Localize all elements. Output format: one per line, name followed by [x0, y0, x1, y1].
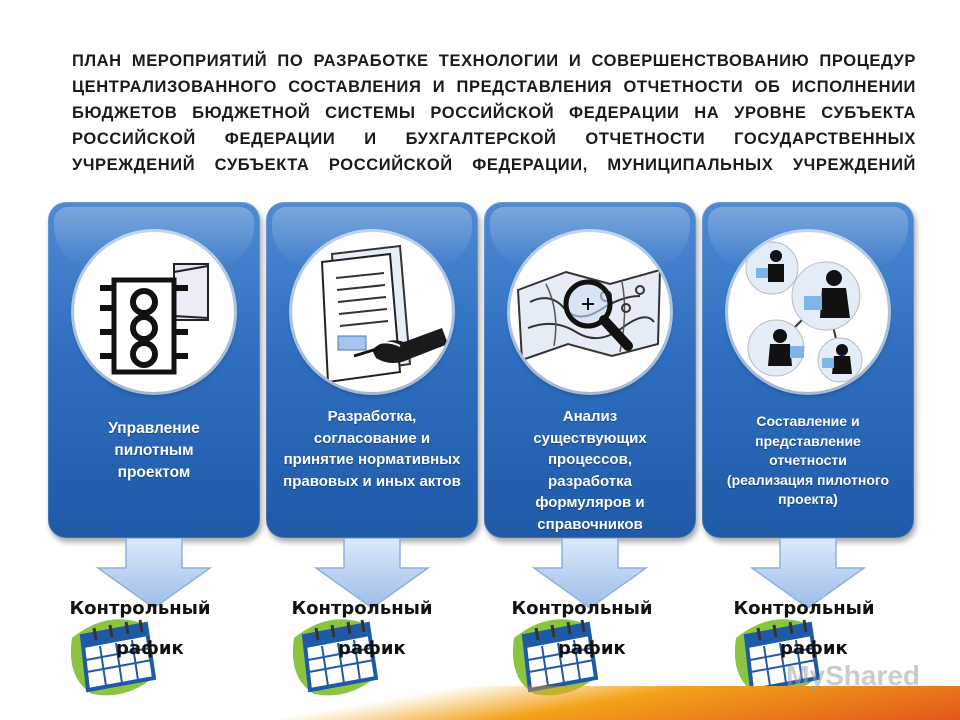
calendar-icon — [512, 619, 599, 696]
calendar-icon — [292, 619, 379, 696]
control-line1: Контрольный — [291, 598, 433, 619]
card-label: Разработка, согласование и принятие норм… — [283, 408, 461, 490]
down-arrow-icon — [750, 538, 866, 609]
down-arrow-icon — [532, 538, 648, 609]
card-regulatory-acts: Разработка, согласование и принятие норм… — [266, 202, 478, 538]
card-process-analysis: Анализ существующих процессов, разработк… — [484, 202, 696, 538]
control-schedule-label: Контрольный рафик — [50, 598, 230, 659]
control-line1: Контрольный — [511, 598, 653, 619]
card-reporting: Составление и представление отчетности (… — [702, 202, 914, 538]
control-line2: рафик — [780, 638, 848, 659]
control-line1: Контрольный — [69, 598, 211, 619]
down-arrow-icon — [96, 538, 212, 609]
decorative-band — [0, 686, 960, 720]
control-schedule-label: Контрольный рафик — [272, 598, 452, 659]
page-title: ПЛАН МЕРОПРИЯТИЙ ПО РАЗРАБОТКЕ ТЕХНОЛОГИ… — [72, 52, 916, 174]
card-pilot-management: Управление пилотным проектом — [48, 202, 260, 538]
card-label: Составление и представление отчетности (… — [726, 413, 890, 507]
control-line1: Контрольный — [733, 598, 875, 619]
calendar-icon — [734, 619, 821, 696]
magnifier-map-icon — [510, 232, 670, 392]
card-label: Управление пилотным проектом — [108, 420, 200, 481]
control-line2: рафик — [116, 638, 184, 659]
networked-people-icon — [728, 232, 888, 392]
card-label: Анализ существующих процессов, разработк… — [533, 408, 647, 533]
control-line2: рафик — [558, 638, 626, 659]
traffic-light-icon — [74, 232, 234, 392]
control-schedule-label: Контрольный рафик — [492, 598, 672, 659]
document-signing-icon — [292, 232, 452, 392]
calendar-icon — [70, 619, 157, 696]
control-line2: рафик — [338, 638, 406, 659]
control-schedule-label: Контрольный рафик — [714, 598, 894, 659]
down-arrow-icon — [314, 538, 430, 609]
watermark: MyShared — [786, 660, 920, 691]
